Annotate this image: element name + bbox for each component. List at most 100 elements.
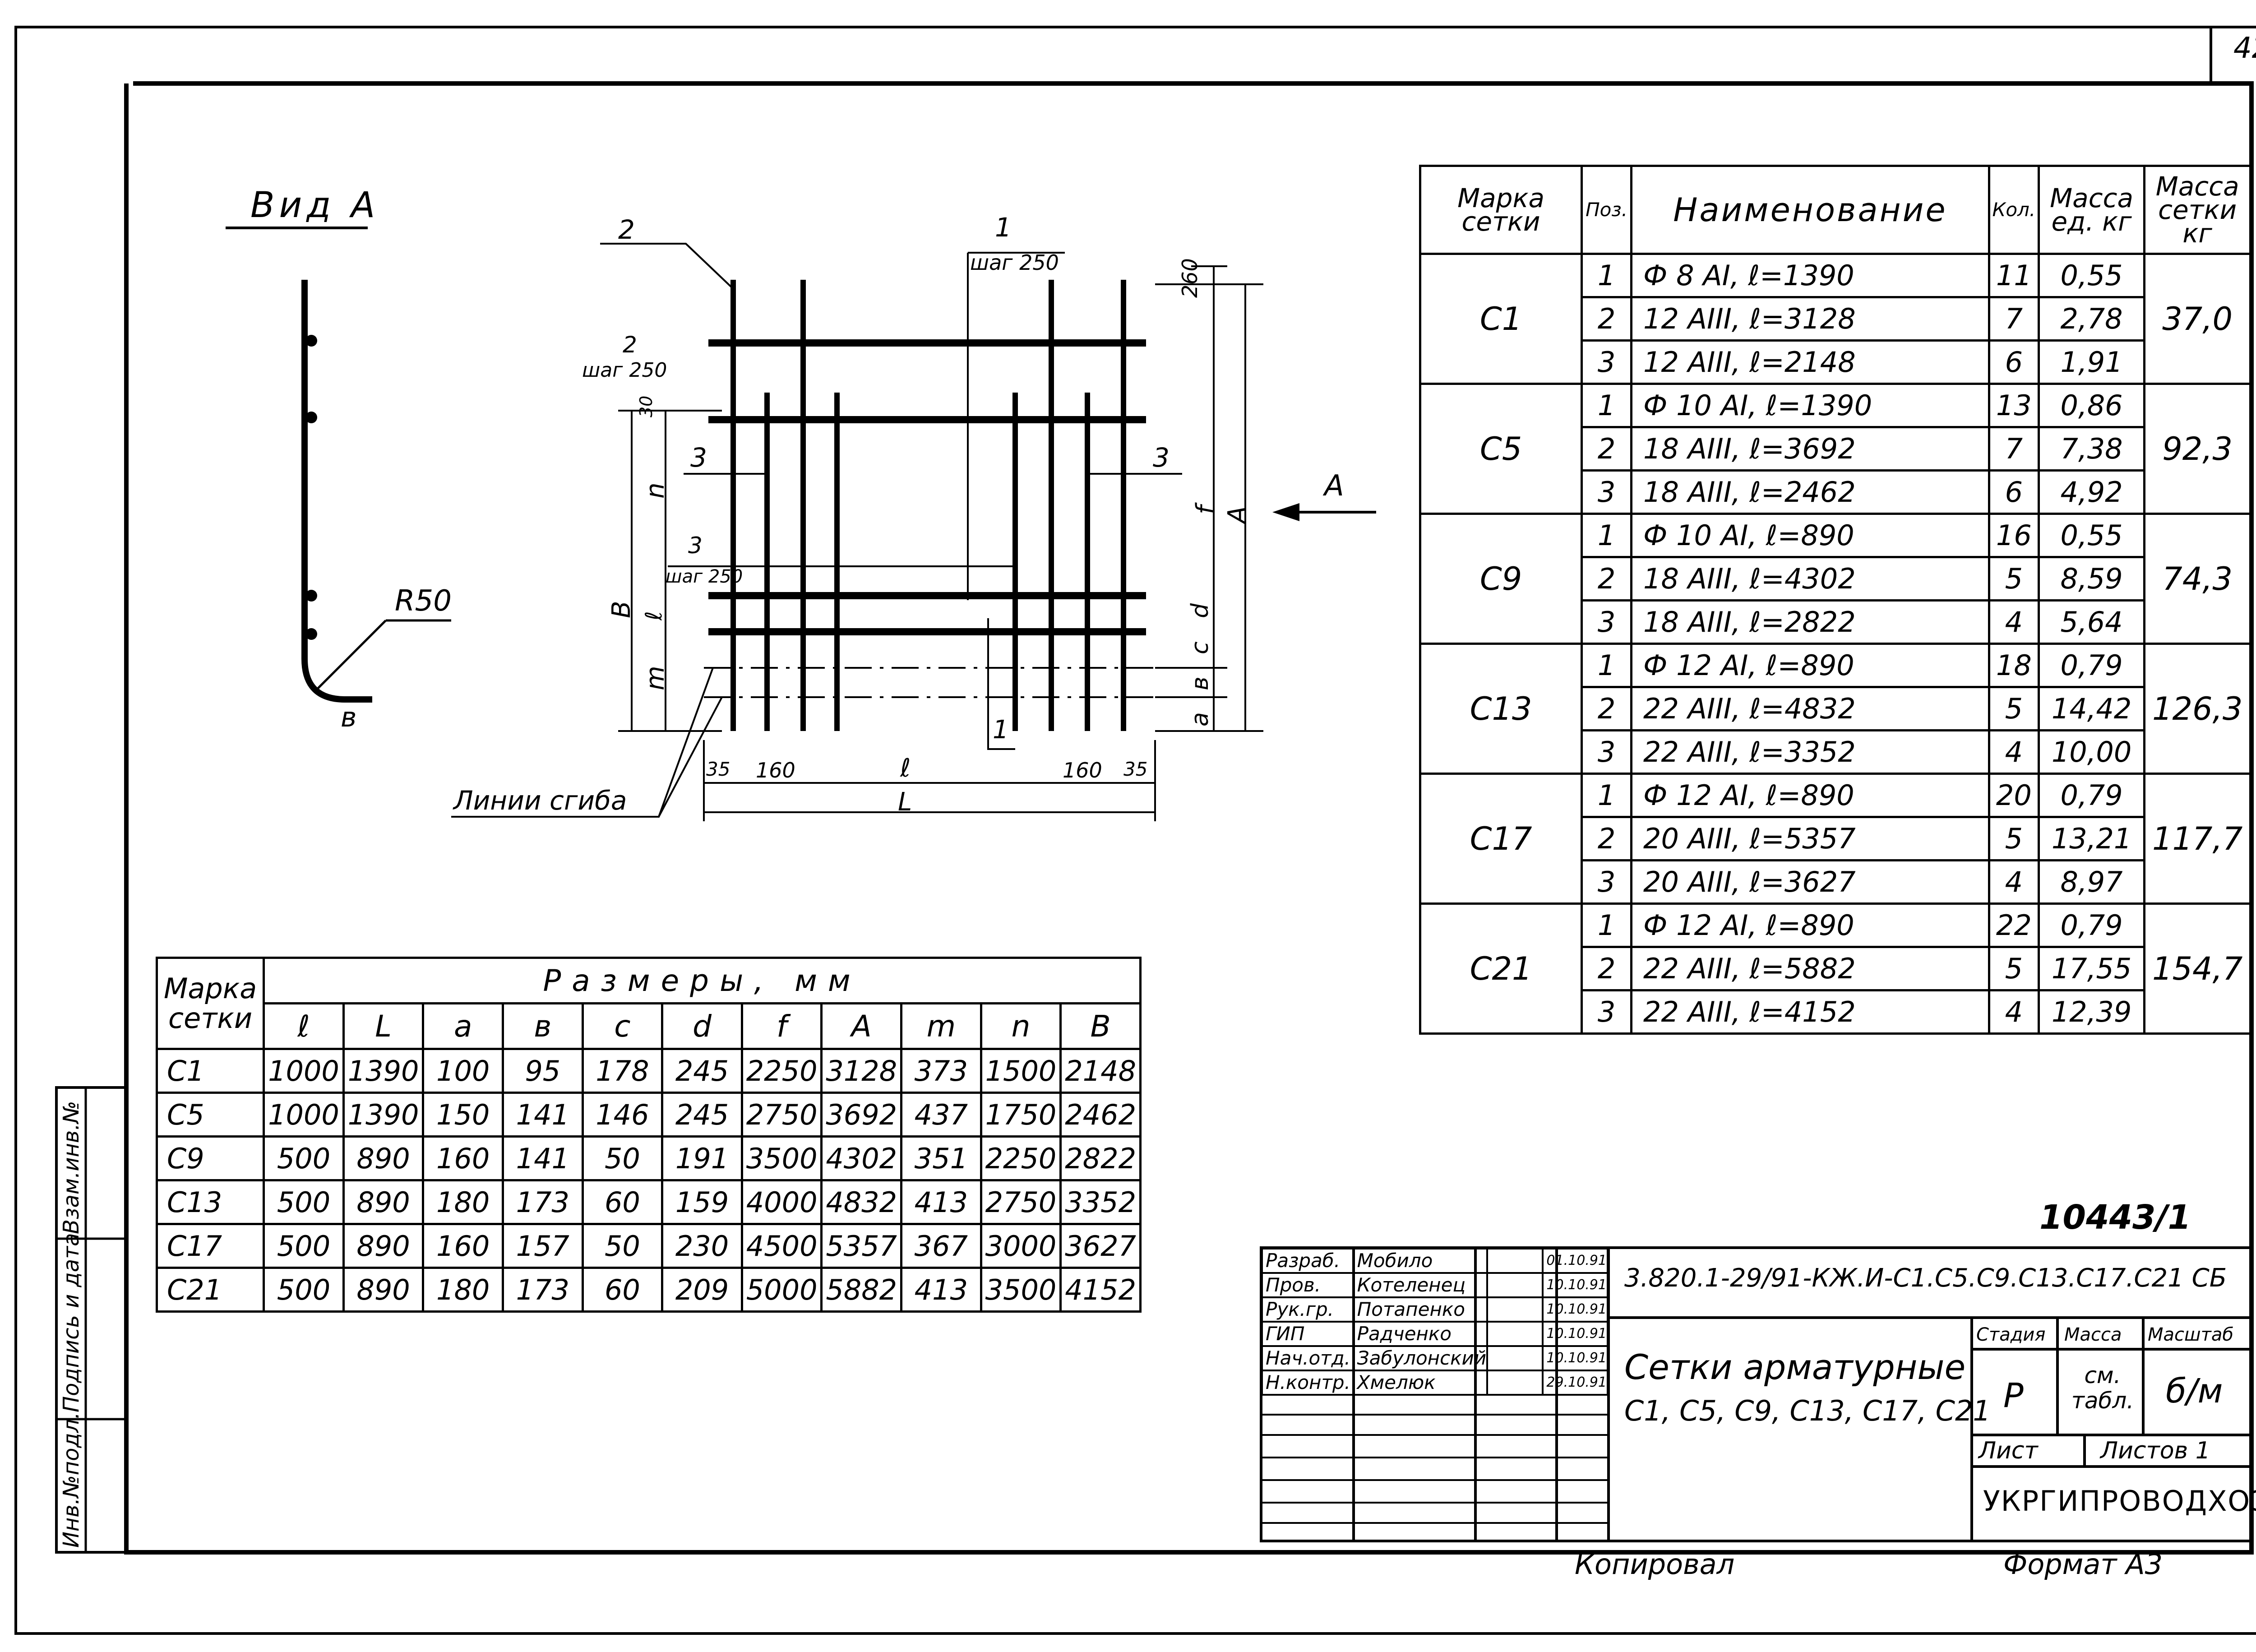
spec-mass: 8,97 bbox=[2037, 859, 2146, 905]
spec-pos: 2 bbox=[1581, 556, 1633, 602]
stamp-name: Хмелюк bbox=[1352, 1370, 1489, 1396]
sheets-label: Листов 1 bbox=[2100, 1437, 2210, 1464]
bend-lines-label: Линии сгиба bbox=[453, 785, 627, 816]
spec-mark: С21 bbox=[1419, 902, 1583, 1035]
dims-cell: 367 bbox=[900, 1223, 982, 1269]
dims-cell: 159 bbox=[661, 1179, 743, 1225]
dims-mark: С1 bbox=[155, 1048, 265, 1094]
stamp-role: Нач.отд. bbox=[1261, 1345, 1355, 1371]
spec-mass: 8,59 bbox=[2037, 556, 2146, 602]
dims-cell: 173 bbox=[502, 1267, 584, 1313]
dims-col-header: f bbox=[740, 1002, 823, 1050]
spec-pos: 3 bbox=[1581, 339, 1633, 385]
format-label: Формат А3 bbox=[2003, 1548, 2163, 1581]
page-number: 42 bbox=[2233, 32, 2256, 65]
spec-name: 20 АIII, ℓ=5357 bbox=[1630, 816, 1990, 861]
stamp-date: 10.10.91 bbox=[1542, 1296, 1609, 1323]
dim-160-right: 160 bbox=[1063, 758, 1102, 782]
dims-cell: 60 bbox=[581, 1267, 664, 1313]
spec-qty: 6 bbox=[1988, 469, 2040, 515]
spec-qty: 7 bbox=[1988, 296, 2040, 342]
pos3-mid-label: 3 bbox=[688, 532, 703, 559]
dims-cell: 373 bbox=[900, 1048, 982, 1094]
spec-name: Ф 12 АI, ℓ=890 bbox=[1630, 643, 1990, 688]
dims-cell: 178 bbox=[581, 1048, 664, 1094]
spec-name: 18 АIII, ℓ=3692 bbox=[1630, 426, 1990, 472]
spec-name: Ф 12 АI, ℓ=890 bbox=[1630, 773, 1990, 818]
spec-mass: 17,55 bbox=[2037, 946, 2146, 991]
stamp-date: 10.10.91 bbox=[1542, 1345, 1609, 1371]
spec-qty: 16 bbox=[1988, 513, 2040, 558]
spec-table: Марка сетки Поз. Наименование Кол. Масса… bbox=[1419, 165, 2251, 1035]
spec-qty: 5 bbox=[1988, 946, 2040, 991]
spec-mark: С17 bbox=[1419, 773, 1583, 905]
spec-mass: 0,79 bbox=[2037, 902, 2146, 948]
signature bbox=[1486, 1248, 1544, 1274]
spec-pos: 1 bbox=[1581, 902, 1633, 948]
dims-cell: 2148 bbox=[1059, 1048, 1142, 1094]
spec-pos: 3 bbox=[1581, 989, 1633, 1035]
spec-qty: 11 bbox=[1988, 253, 2040, 298]
stage-label: Стадия bbox=[1976, 1324, 2046, 1345]
stamp-name: Потапенко bbox=[1352, 1296, 1489, 1323]
spec-total: 74,3 bbox=[2143, 513, 2251, 645]
dims-cell: 146 bbox=[581, 1092, 664, 1138]
pos2-step-num: 2 bbox=[623, 332, 637, 358]
spec-header-mass-total: Масса сетки кг bbox=[2143, 165, 2251, 255]
dims-cell: 2250 bbox=[980, 1135, 1062, 1181]
dims-cell: 500 bbox=[263, 1179, 345, 1225]
spec-name: 22 АIII, ℓ=4152 bbox=[1630, 989, 1990, 1035]
dims-cell: 160 bbox=[422, 1223, 504, 1269]
dims-cell: 141 bbox=[502, 1092, 584, 1138]
spec-name: 22 АIII, ℓ=4832 bbox=[1630, 686, 1990, 731]
dim-L: L bbox=[898, 787, 912, 817]
signature bbox=[1486, 1370, 1544, 1396]
spec-name: 18 АIII, ℓ=4302 bbox=[1630, 556, 1990, 602]
spec-pos: 1 bbox=[1581, 773, 1633, 818]
spec-name: Ф 8 АI, ℓ=1390 bbox=[1630, 253, 1990, 298]
spec-pos: 1 bbox=[1581, 383, 1633, 428]
spec-mass: 1,91 bbox=[2037, 339, 2146, 385]
dims-cell: 173 bbox=[502, 1179, 584, 1225]
stamp-name: Радченко bbox=[1352, 1321, 1489, 1347]
dims-cell: 245 bbox=[661, 1092, 743, 1138]
side-label-replace: Взам.инв.№ bbox=[59, 1101, 84, 1234]
dims-mark: С9 bbox=[155, 1135, 265, 1181]
dims-cell: 150 bbox=[422, 1092, 504, 1138]
stamp-role: Рук.гр. bbox=[1261, 1296, 1355, 1323]
dims-col-header: в bbox=[502, 1002, 584, 1050]
spec-mass: 0,55 bbox=[2037, 253, 2146, 298]
dims-cell: 4832 bbox=[820, 1179, 903, 1225]
mass-value: см. табл. bbox=[2071, 1362, 2134, 1414]
spec-pos: 2 bbox=[1581, 686, 1633, 731]
spec-qty: 4 bbox=[1988, 599, 2040, 645]
dims-col-header: d bbox=[661, 1002, 743, 1050]
step-label-mid: шаг 250 bbox=[666, 566, 743, 587]
step-label-left: шаг 250 bbox=[582, 359, 667, 382]
spec-mark: С9 bbox=[1419, 513, 1583, 645]
dims-header-mark: Марка сетки bbox=[155, 957, 265, 1050]
dims-cell: 890 bbox=[342, 1223, 425, 1269]
side-label-signature: Подпись и дата bbox=[59, 1233, 84, 1412]
dims-cell: 100 bbox=[422, 1048, 504, 1094]
side-label-inv: Инв.№подл. bbox=[59, 1412, 84, 1548]
dims-cell: 1390 bbox=[342, 1092, 425, 1138]
dims-cell: 5000 bbox=[740, 1267, 823, 1313]
dims-col-header: m bbox=[900, 1002, 982, 1050]
signature bbox=[1486, 1272, 1544, 1298]
stamp-name: Мобило bbox=[1352, 1248, 1489, 1274]
spec-total: 117,7 bbox=[2143, 773, 2251, 905]
spec-mass: 5,64 bbox=[2037, 599, 2146, 645]
